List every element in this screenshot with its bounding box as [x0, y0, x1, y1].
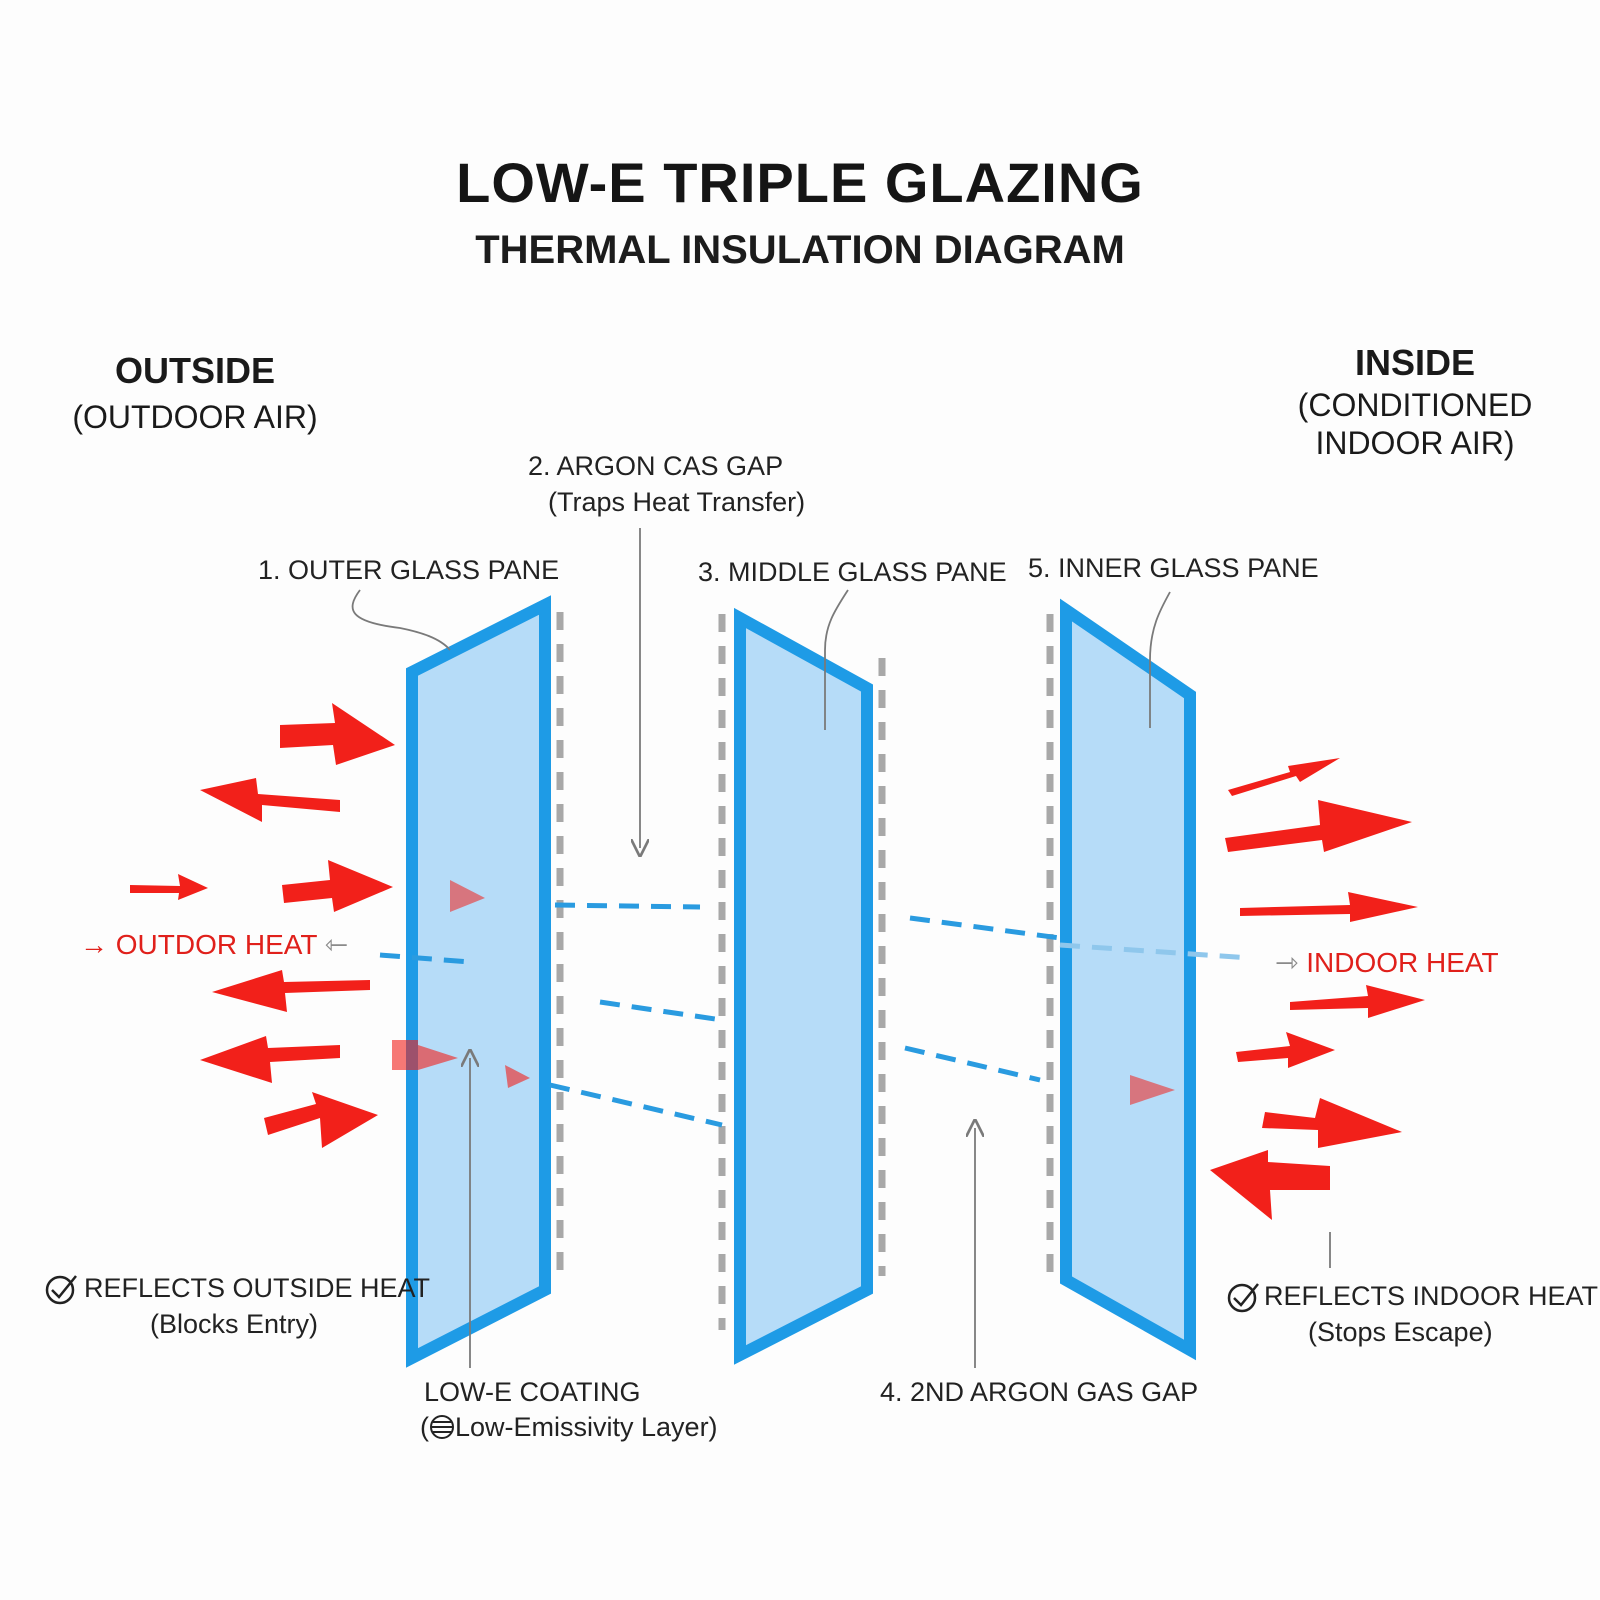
outside-heading: OUTSIDE: [114, 350, 275, 391]
heat-arrow-faded: [450, 880, 485, 912]
arrow-right-icon: →: [80, 929, 108, 960]
lowe-coating-open-paren: (: [420, 1412, 429, 1442]
check-circle-icon: [1227, 1283, 1259, 1313]
reflects-indoor-sublabel: (Stops Escape): [1308, 1317, 1493, 1347]
heat-arrow-faded: [392, 1040, 458, 1070]
arrow-right-gray-icon: ⇾: [1275, 947, 1299, 978]
heat-arrow-in: [264, 1092, 378, 1148]
heat-arrow-out: [200, 1036, 340, 1083]
heat-arrow-out: [200, 778, 340, 822]
inside-subheading-line2: INDOOR AIR): [1315, 425, 1515, 461]
leader-inner-pane: [1149, 591, 1171, 728]
outside-heat-arrows: [130, 703, 530, 1148]
argon-gap-sublabel: (Traps Heat Transfer): [548, 487, 806, 517]
outer-pane-label: 1. OUTER GLASS PANE: [258, 555, 560, 585]
inside-subheading-line1: (CONDITIONED: [1297, 387, 1533, 423]
outdoor-heat-label: → OUTDOR HEAT ⇽: [80, 928, 348, 961]
inner-glass-pane: [1060, 598, 1196, 1361]
heat-arrow-in: [1210, 1150, 1330, 1220]
heat-arrow-out: [1228, 758, 1340, 796]
inside-heat-arrows: [1130, 758, 1425, 1220]
lowe-coating-sublabel-text: Low-Emissivity Layer): [455, 1412, 718, 1442]
heat-ray: [599, 999, 723, 1023]
reflects-outside-sublabel: (Blocks Entry): [150, 1309, 319, 1339]
leader-outer-pane: [351, 589, 451, 651]
coating-layer-icon: [430, 1415, 454, 1439]
leader-middle-pane: [824, 589, 849, 730]
argon-gap-label: 2. ARGON CAS GAP: [528, 451, 784, 481]
heat-arrow-out: [212, 970, 370, 1012]
check-circle-icon: [45, 1275, 77, 1305]
arrow-left-icon: ⇽: [324, 929, 349, 960]
heat-rays: [379, 902, 1251, 1128]
heat-arrow-in: [282, 860, 393, 912]
heat-arrow-faded: [1130, 1075, 1175, 1105]
reflects-indoor-label: REFLECTS INDOOR HEAT: [1264, 1281, 1599, 1311]
second-gap-label: 4. 2ND ARGON GAS GAP: [880, 1377, 1199, 1407]
heat-arrow-out: [1236, 1032, 1335, 1068]
heat-ray: [554, 902, 701, 910]
inner-pane-label: 5. INNER GLASS PANE: [1028, 553, 1319, 583]
outside-subheading: (OUTDOOR AIR): [72, 399, 318, 435]
heat-arrow-faded: [505, 1065, 530, 1088]
page-subtitle: THERMAL INSULATION DIAGRAM: [475, 228, 1125, 272]
outdoor-heat-text: OUTDOR HEAT: [115, 929, 317, 960]
lowe-coating-label: LOW-E COATING: [424, 1377, 641, 1407]
heat-ray: [379, 952, 471, 965]
heat-arrow-out: [1240, 892, 1418, 922]
heat-arrow-in: [280, 703, 395, 765]
page-title: LOW-E TRIPLE GLAZING: [456, 151, 1144, 214]
middle-glass-pane: [734, 607, 873, 1365]
middle-pane-label: 3. MIDDLE GLASS PANE: [698, 557, 1007, 587]
heat-arrow-out: [1262, 1098, 1402, 1148]
lowe-coating-sublabel: ( Low-Emissivity Layer): [420, 1412, 718, 1443]
heat-ray: [904, 1045, 1041, 1083]
reflects-outside-label: REFLECTS OUTSIDE HEAT: [84, 1273, 431, 1303]
indoor-heat-label: ⇾ INDOOR HEAT: [1275, 946, 1499, 979]
heat-arrow-in: [130, 874, 208, 900]
indoor-heat-text: INDOOR HEAT: [1306, 947, 1499, 978]
spacer-lines: [556, 612, 1054, 1330]
inside-heading: INSIDE: [1354, 342, 1476, 383]
heat-arrow-out: [1290, 985, 1425, 1018]
outer-glass-pane: [406, 595, 551, 1368]
heat-arrow-out: [1225, 800, 1412, 852]
heat-ray: [549, 1082, 723, 1128]
leader-lines: [351, 528, 1331, 1368]
heat-ray: [909, 915, 1061, 941]
